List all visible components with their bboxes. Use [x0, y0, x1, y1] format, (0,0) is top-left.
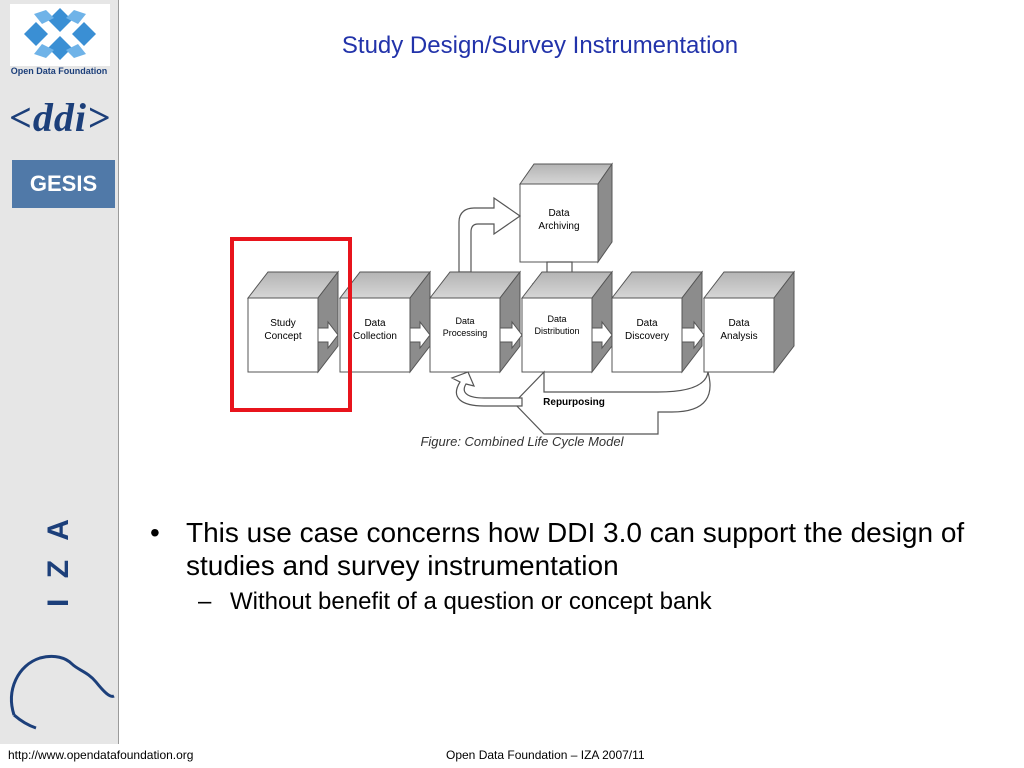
box-0: Study Concept	[246, 270, 340, 374]
box-0-line1: Study	[270, 318, 296, 329]
archiving-line2: Archiving	[538, 221, 579, 232]
box-0-line2: Concept	[264, 331, 301, 342]
box-3-line1: Data	[547, 314, 566, 324]
bullet-mark: •	[150, 517, 160, 548]
lifecycle-diagram: Data Archiving Study Concept Data Collec…	[230, 162, 796, 449]
box-1-line2: Collection	[353, 331, 397, 342]
box-1-line1: Data	[364, 318, 386, 329]
diagram-caption: Figure: Combined Life Cycle Model	[420, 434, 624, 449]
ddi-logo: <ddi>	[9, 95, 111, 140]
sub-bullet-text: Without benefit of a question or concept…	[230, 588, 712, 615]
repurposing-label: Repurposing	[543, 397, 605, 408]
sub-bullet-item: – Without benefit of a question or conce…	[140, 588, 980, 616]
repurposing-return-arrow	[450, 371, 523, 407]
box-2: Data Processing	[428, 270, 522, 374]
box-4-line1: Data	[636, 318, 658, 329]
box-3-line2: Distribution	[534, 326, 579, 336]
flow-arrow-1	[409, 320, 431, 350]
box-2-line1: Data	[455, 316, 474, 326]
iza-logo-text: I Z A	[42, 513, 75, 607]
odf-caption: Open Data Foundation	[10, 66, 108, 76]
iza-logo: I Z A	[10, 513, 115, 730]
flow-arrow-4	[681, 320, 705, 350]
box-4: Data Discovery	[610, 270, 704, 374]
bullet-text: This use case concerns how DDI 3.0 can s…	[186, 517, 965, 581]
archiving-line1: Data	[548, 208, 570, 219]
flow-arrow-3	[591, 320, 613, 350]
slide-title: Study Design/Survey Instrumentation	[341, 32, 739, 59]
box-5: Data Analysis	[702, 270, 796, 374]
archiving-box: Data Archiving	[519, 162, 613, 264]
bullet-item: • This use case concerns how DDI 3.0 can…	[140, 516, 980, 582]
box-1: Data Collection	[338, 270, 432, 374]
repurposing-arrow	[513, 370, 711, 435]
box-3: Data Distribution	[520, 270, 614, 374]
sidebar: Open Data Foundation <ddi> GESIS I Z A	[0, 0, 119, 744]
box-5-line2: Analysis	[720, 331, 757, 342]
flow-arrow-0	[317, 320, 339, 350]
footer-url[interactable]: http://www.opendatafoundation.org	[8, 748, 194, 762]
gesis-logo: GESIS	[12, 160, 115, 208]
box-5-line1: Data	[728, 318, 750, 329]
highlight-box	[230, 237, 352, 412]
content-bullets: • This use case concerns how DDI 3.0 can…	[140, 516, 980, 616]
archive-arrow-up	[458, 196, 522, 273]
odf-logo	[10, 4, 110, 66]
flow-arrow-2	[499, 320, 523, 350]
box-2-line2: Processing	[443, 328, 488, 338]
box-4-line2: Discovery	[625, 331, 669, 342]
sub-bullet-mark: –	[198, 588, 212, 615]
footer-center: Open Data Foundation – IZA 2007/11	[446, 748, 645, 762]
